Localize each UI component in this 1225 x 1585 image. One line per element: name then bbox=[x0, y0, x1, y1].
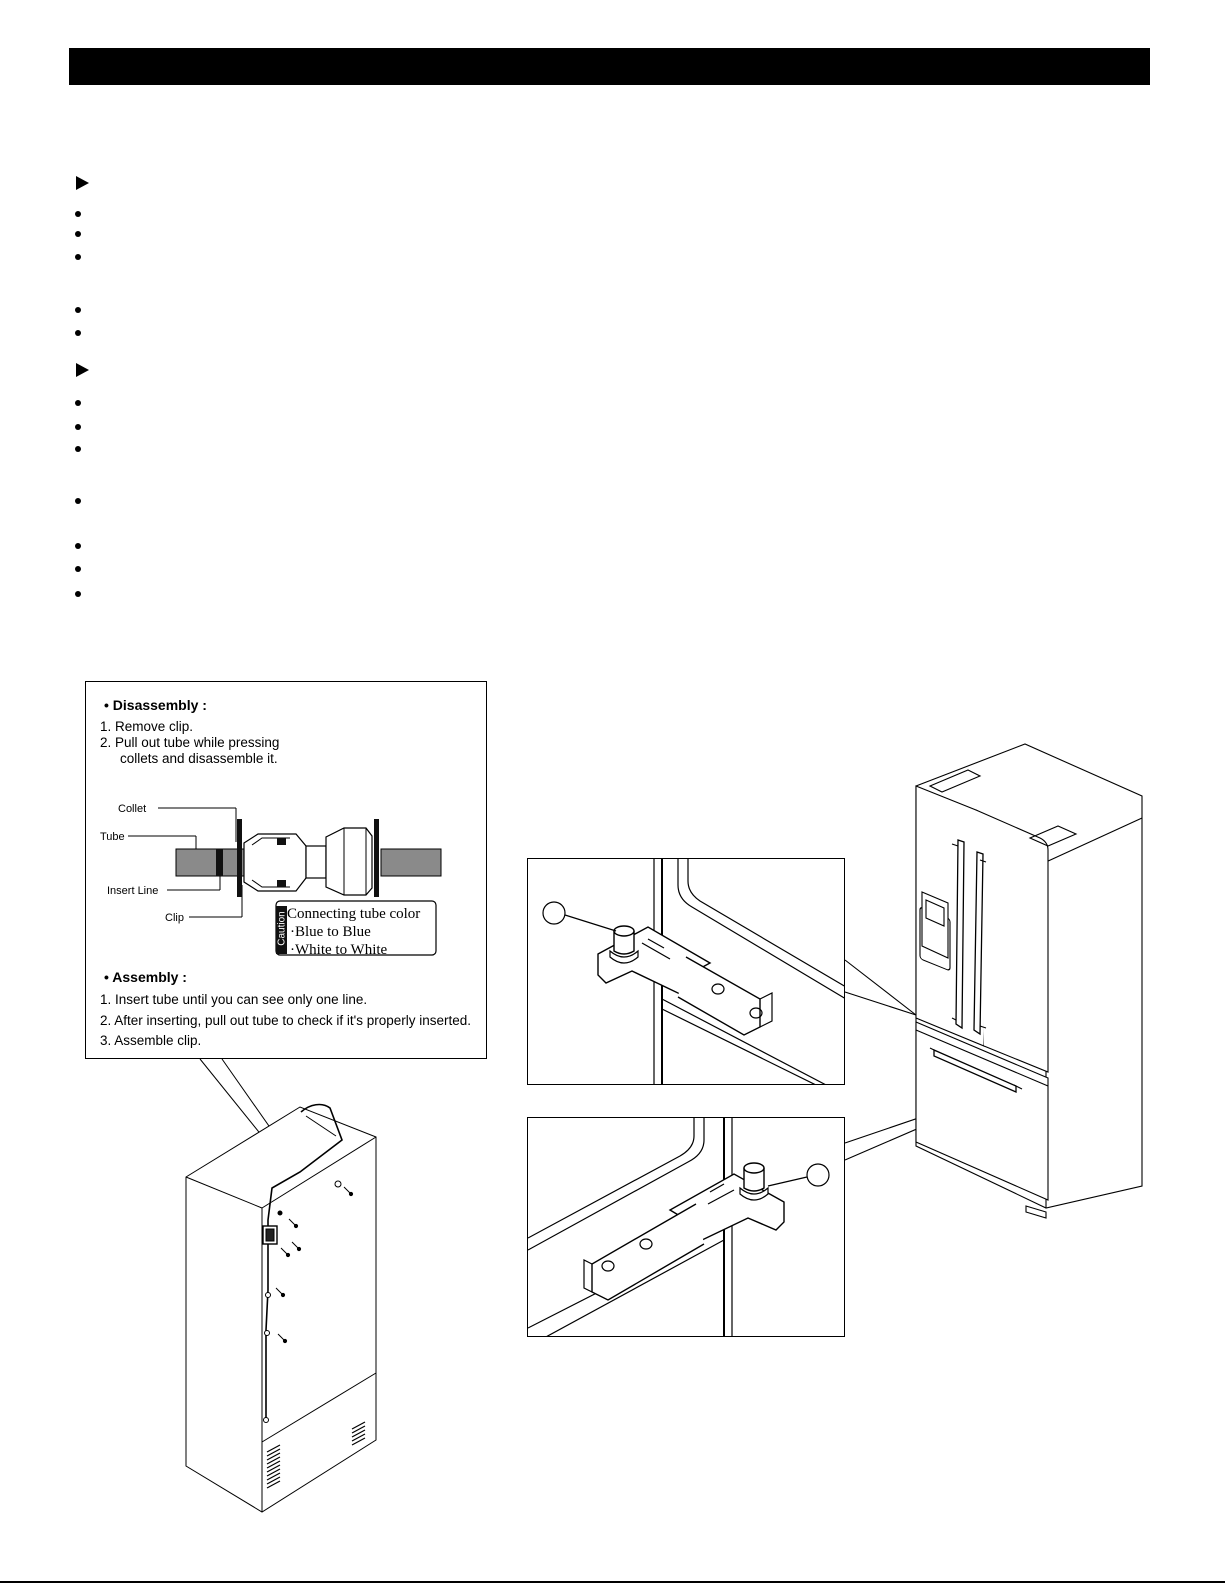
assembly-heading: • Assembly : bbox=[104, 969, 187, 985]
disassembly-step: 1. Remove clip. bbox=[100, 719, 194, 734]
assembly-step: 1. Insert tube until you can see only on… bbox=[100, 992, 368, 1007]
section-header-bar bbox=[69, 48, 1150, 85]
bullet-icon bbox=[75, 424, 81, 430]
upper-hinge-detail bbox=[527, 858, 845, 1085]
bullet-icon bbox=[75, 400, 81, 406]
caution-title: Connecting tube color bbox=[287, 906, 421, 922]
tube-label: Tube bbox=[100, 831, 125, 843]
caution-line: ·Blue to Blue bbox=[290, 924, 371, 940]
lower-hinge-detail bbox=[527, 1117, 845, 1337]
bullet-icon bbox=[75, 231, 81, 237]
page-bottom-rule bbox=[0, 1581, 1225, 1583]
bullet-icon bbox=[75, 211, 81, 217]
assembly-step: 2. After inserting, pull out tube to che… bbox=[100, 1013, 472, 1028]
collet-label: Collet bbox=[118, 803, 147, 815]
section-arrow-icon bbox=[76, 363, 89, 377]
bullet-icon bbox=[75, 566, 81, 572]
bullet-icon bbox=[75, 254, 81, 260]
bullet-icon bbox=[75, 498, 81, 504]
disassembly-heading: • Disassembly : bbox=[104, 697, 207, 713]
bullet-icon bbox=[75, 330, 81, 336]
clip-label: Clip bbox=[165, 912, 184, 924]
section-arrow-icon bbox=[76, 176, 89, 190]
insert-line-label: Insert Line bbox=[107, 885, 159, 897]
bullet-icon bbox=[75, 446, 81, 452]
disassembly-step: collets and disassemble it. bbox=[120, 751, 278, 766]
caution-line: ·White to White bbox=[290, 942, 388, 958]
bullet-icon bbox=[75, 307, 81, 313]
assembly-step: 3. Assemble clip. bbox=[100, 1033, 202, 1048]
bullet-icon bbox=[75, 591, 81, 597]
disassembly-step: 2. Pull out tube while pressing bbox=[100, 735, 280, 750]
bullet-icon bbox=[75, 543, 81, 549]
